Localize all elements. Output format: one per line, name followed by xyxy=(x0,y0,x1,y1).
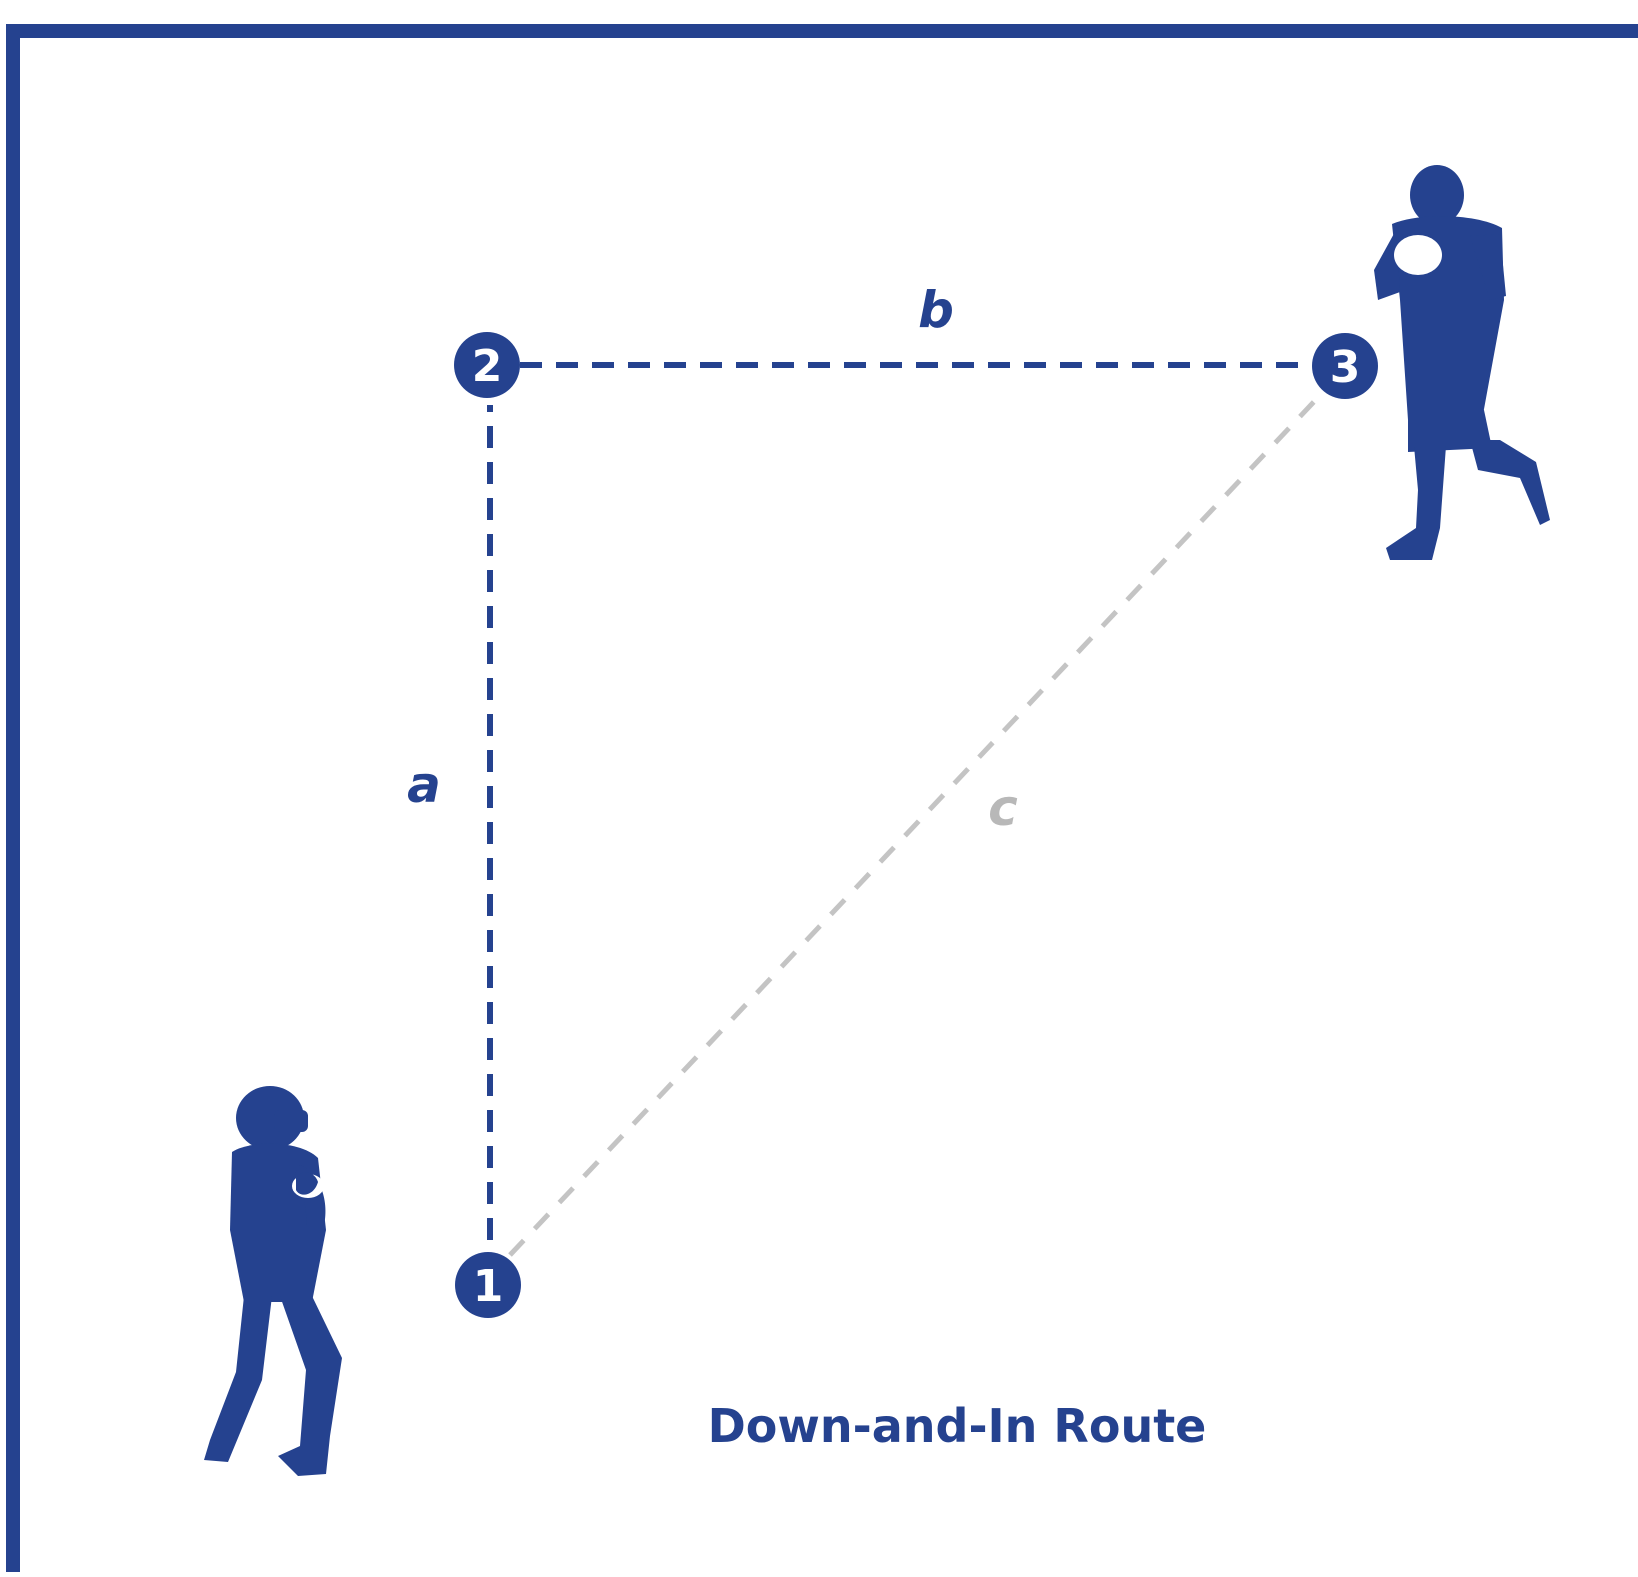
point-1-marker: 1 xyxy=(455,1252,521,1318)
segment-a-label: a xyxy=(407,756,441,814)
point-1-label: 1 xyxy=(473,1261,504,1312)
point-3-marker: 3 xyxy=(1312,333,1378,399)
segment-b-label: b xyxy=(918,281,954,339)
segment-c-label: c xyxy=(988,779,1018,837)
point-2-label: 2 xyxy=(472,341,503,392)
point-2-marker: 2 xyxy=(454,332,520,398)
point-3-label: 3 xyxy=(1330,342,1361,393)
diagram-caption: Down-and-In Route xyxy=(708,1399,1207,1453)
